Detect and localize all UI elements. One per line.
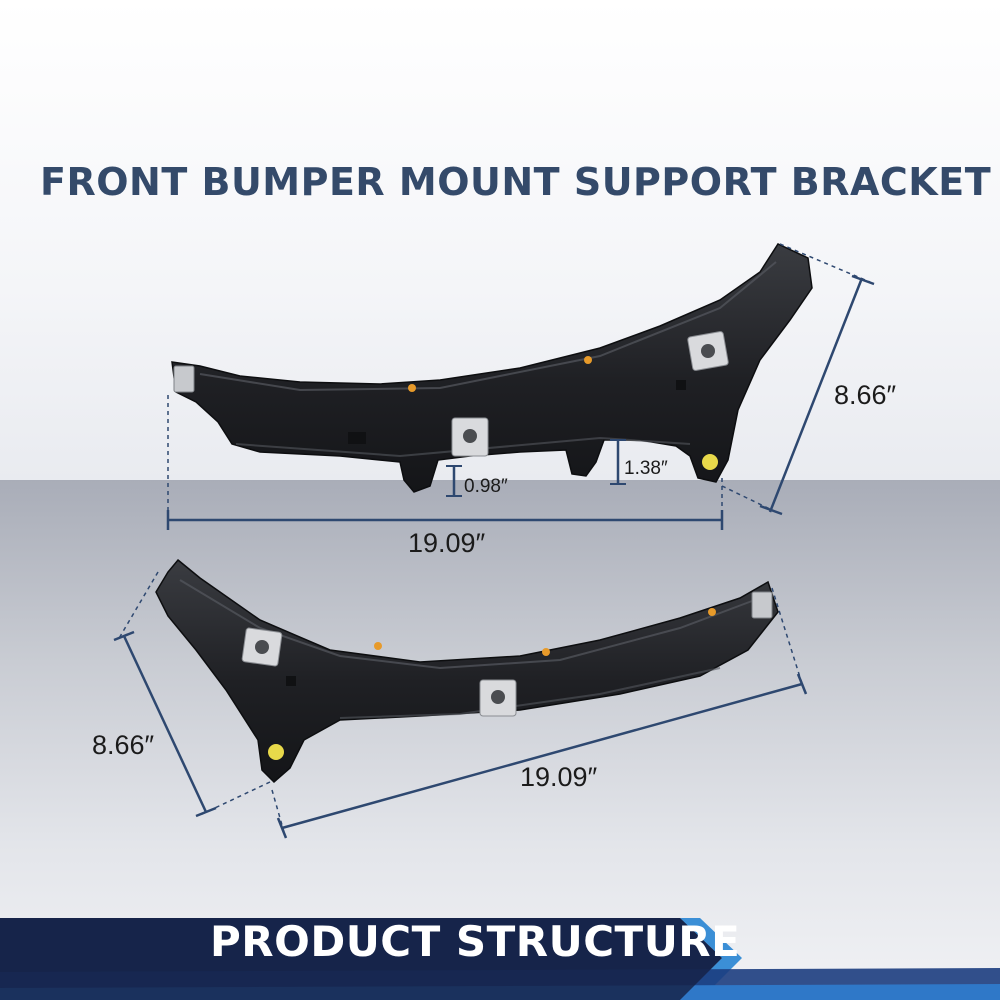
end-clip-icon	[173, 365, 195, 393]
top-tab-left-label: 0.98″	[464, 476, 508, 497]
end-clip-icon	[751, 591, 773, 619]
bottom-height-label: 8.66″	[92, 730, 155, 760]
clip-icon	[479, 679, 517, 717]
top-bracket	[171, 243, 813, 493]
orange-tab-icon	[584, 356, 592, 364]
orange-tab-icon	[408, 384, 416, 392]
bottom-bracket	[155, 558, 779, 784]
height-dimension-line	[122, 635, 208, 813]
height-dimension-line	[768, 277, 864, 513]
product-structure-banner	[0, 918, 1000, 1000]
orange-tab-icon	[542, 648, 550, 656]
page-title: FRONT BUMPER MOUNT SUPPORT BRACKET	[40, 160, 992, 204]
top-width-label: 19.09″	[408, 528, 486, 558]
width-dimension-line	[281, 682, 803, 830]
bottom-dimension-lines	[113, 571, 808, 839]
yellow-clip-icon	[702, 454, 718, 470]
clip-icon	[451, 417, 489, 457]
yellow-clip-icon	[268, 744, 284, 760]
clip-icon	[241, 627, 283, 667]
top-bracket-body	[171, 243, 813, 493]
top-tab-right-label: 1.38″	[624, 458, 668, 479]
orange-tab-icon	[374, 642, 382, 650]
bottom-bracket-body	[155, 558, 779, 784]
top-dimension-lines	[166, 243, 875, 530]
background-bottom	[0, 480, 1000, 1000]
clip-icon	[687, 331, 729, 371]
bottom-width-label: 19.09″	[520, 762, 598, 792]
top-height-label: 8.66″	[834, 380, 897, 410]
banner-label: PRODUCT STRUCTURE	[210, 917, 741, 966]
orange-tab-icon	[708, 608, 716, 616]
